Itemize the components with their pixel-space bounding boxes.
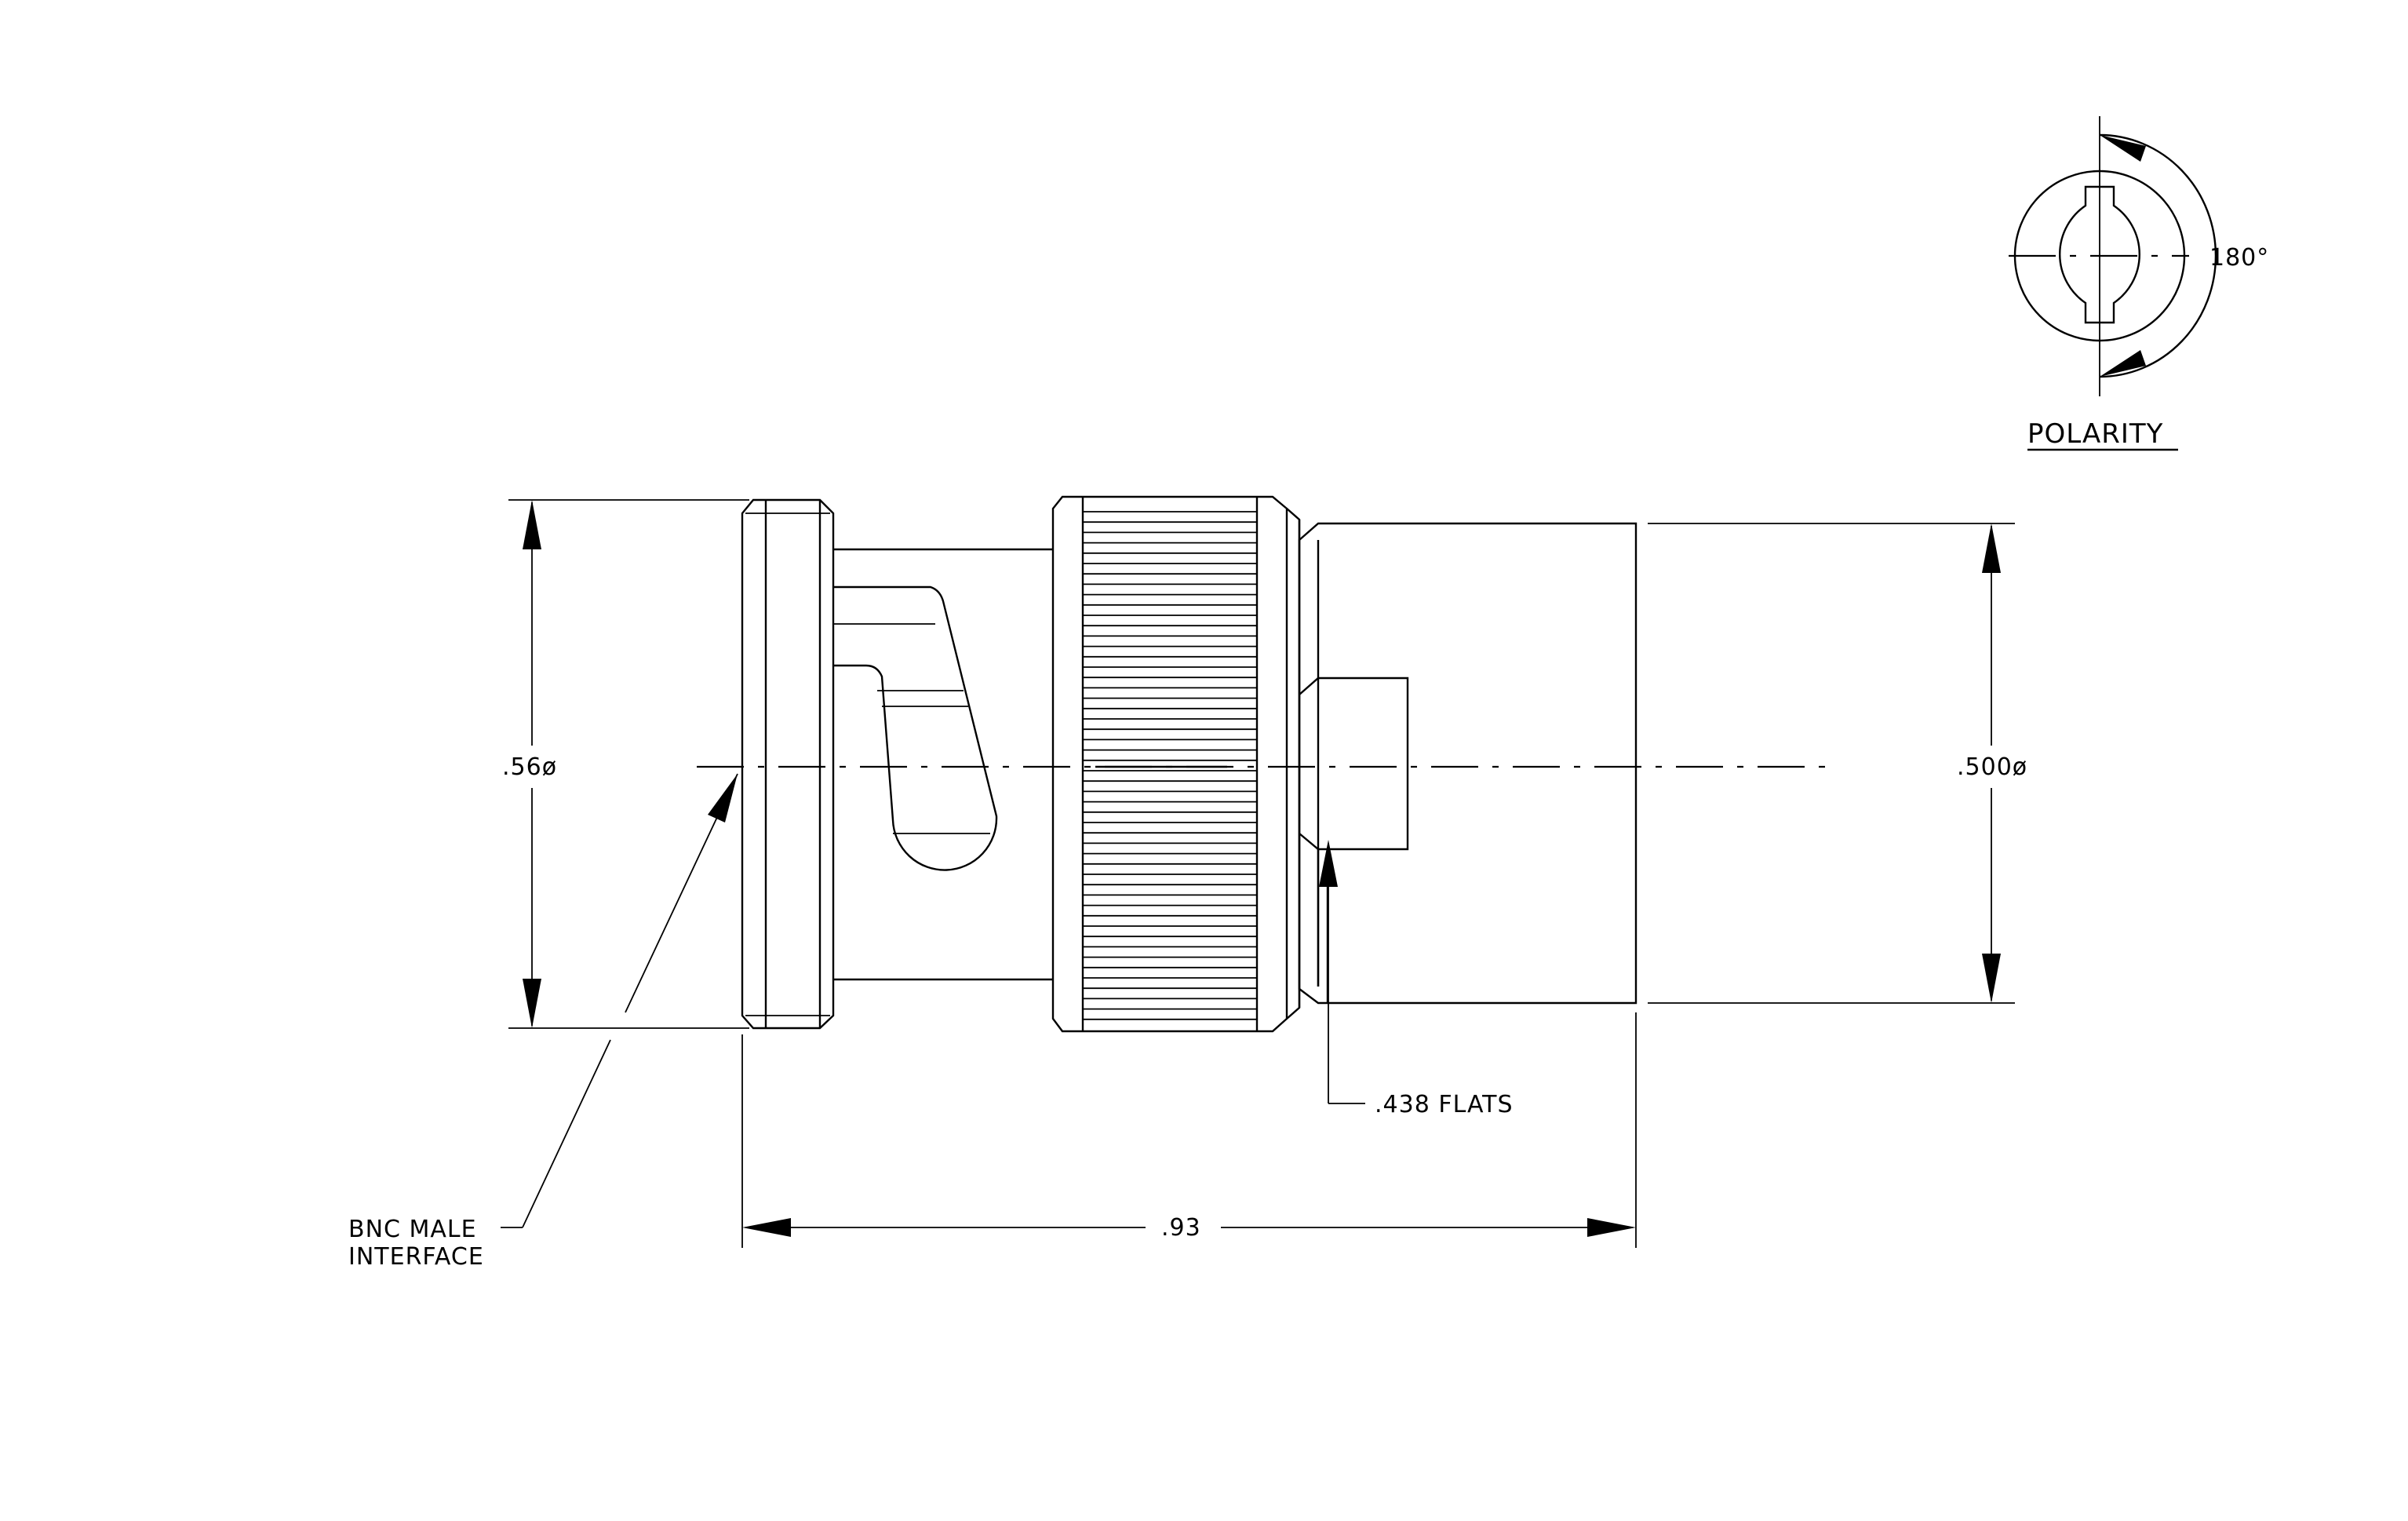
dimension-0500-dia: .500ø <box>1648 523 2027 1004</box>
arrow-icon <box>1587 1218 1636 1237</box>
polarity-angle-label: 180° <box>2209 244 2269 272</box>
dim-label-056: .56ø <box>502 753 557 781</box>
dim-label-093: .93 <box>1161 1214 1201 1242</box>
leader-438-flats: .438 FLATS <box>1319 840 1514 1118</box>
arrow-icon <box>708 774 738 823</box>
polarity-rotation-arc <box>2099 133 2217 378</box>
polarity-view: 180° POLARITY <box>2009 116 2269 451</box>
dimension-056-dia: .56ø <box>502 499 749 1029</box>
neck-ring <box>1286 508 1301 1019</box>
arrow-icon <box>742 1218 791 1237</box>
dimension-093-length: .93 <box>741 1012 1637 1248</box>
polarity-keyed-bore <box>2059 185 2140 324</box>
leader-bnc-interface: BNC MALE INTERFACE <box>348 773 738 1271</box>
arrow-icon <box>2100 135 2146 162</box>
interface-label-line2: INTERFACE <box>348 1243 484 1271</box>
arrow-icon <box>523 500 541 549</box>
polarity-title: POLARITY <box>2027 418 2163 450</box>
arrow-icon <box>1982 954 2001 1003</box>
rear-body <box>1298 522 1638 1005</box>
arrow-icon <box>1982 523 2001 573</box>
arrow-icon <box>2100 350 2146 377</box>
bayonet-slot <box>833 585 998 871</box>
interface-label-line1: BNC MALE <box>348 1216 477 1243</box>
arrow-icon <box>1319 840 1338 887</box>
knurl-pattern <box>1083 511 1257 1020</box>
arrow-icon <box>523 979 541 1028</box>
flats-label: .438 FLATS <box>1375 1091 1514 1118</box>
dim-label-0500: .500ø <box>1957 753 2027 781</box>
connector-body <box>741 495 1638 1033</box>
wrench-flats <box>1299 677 1409 851</box>
coupling-nut <box>1051 495 1288 1033</box>
